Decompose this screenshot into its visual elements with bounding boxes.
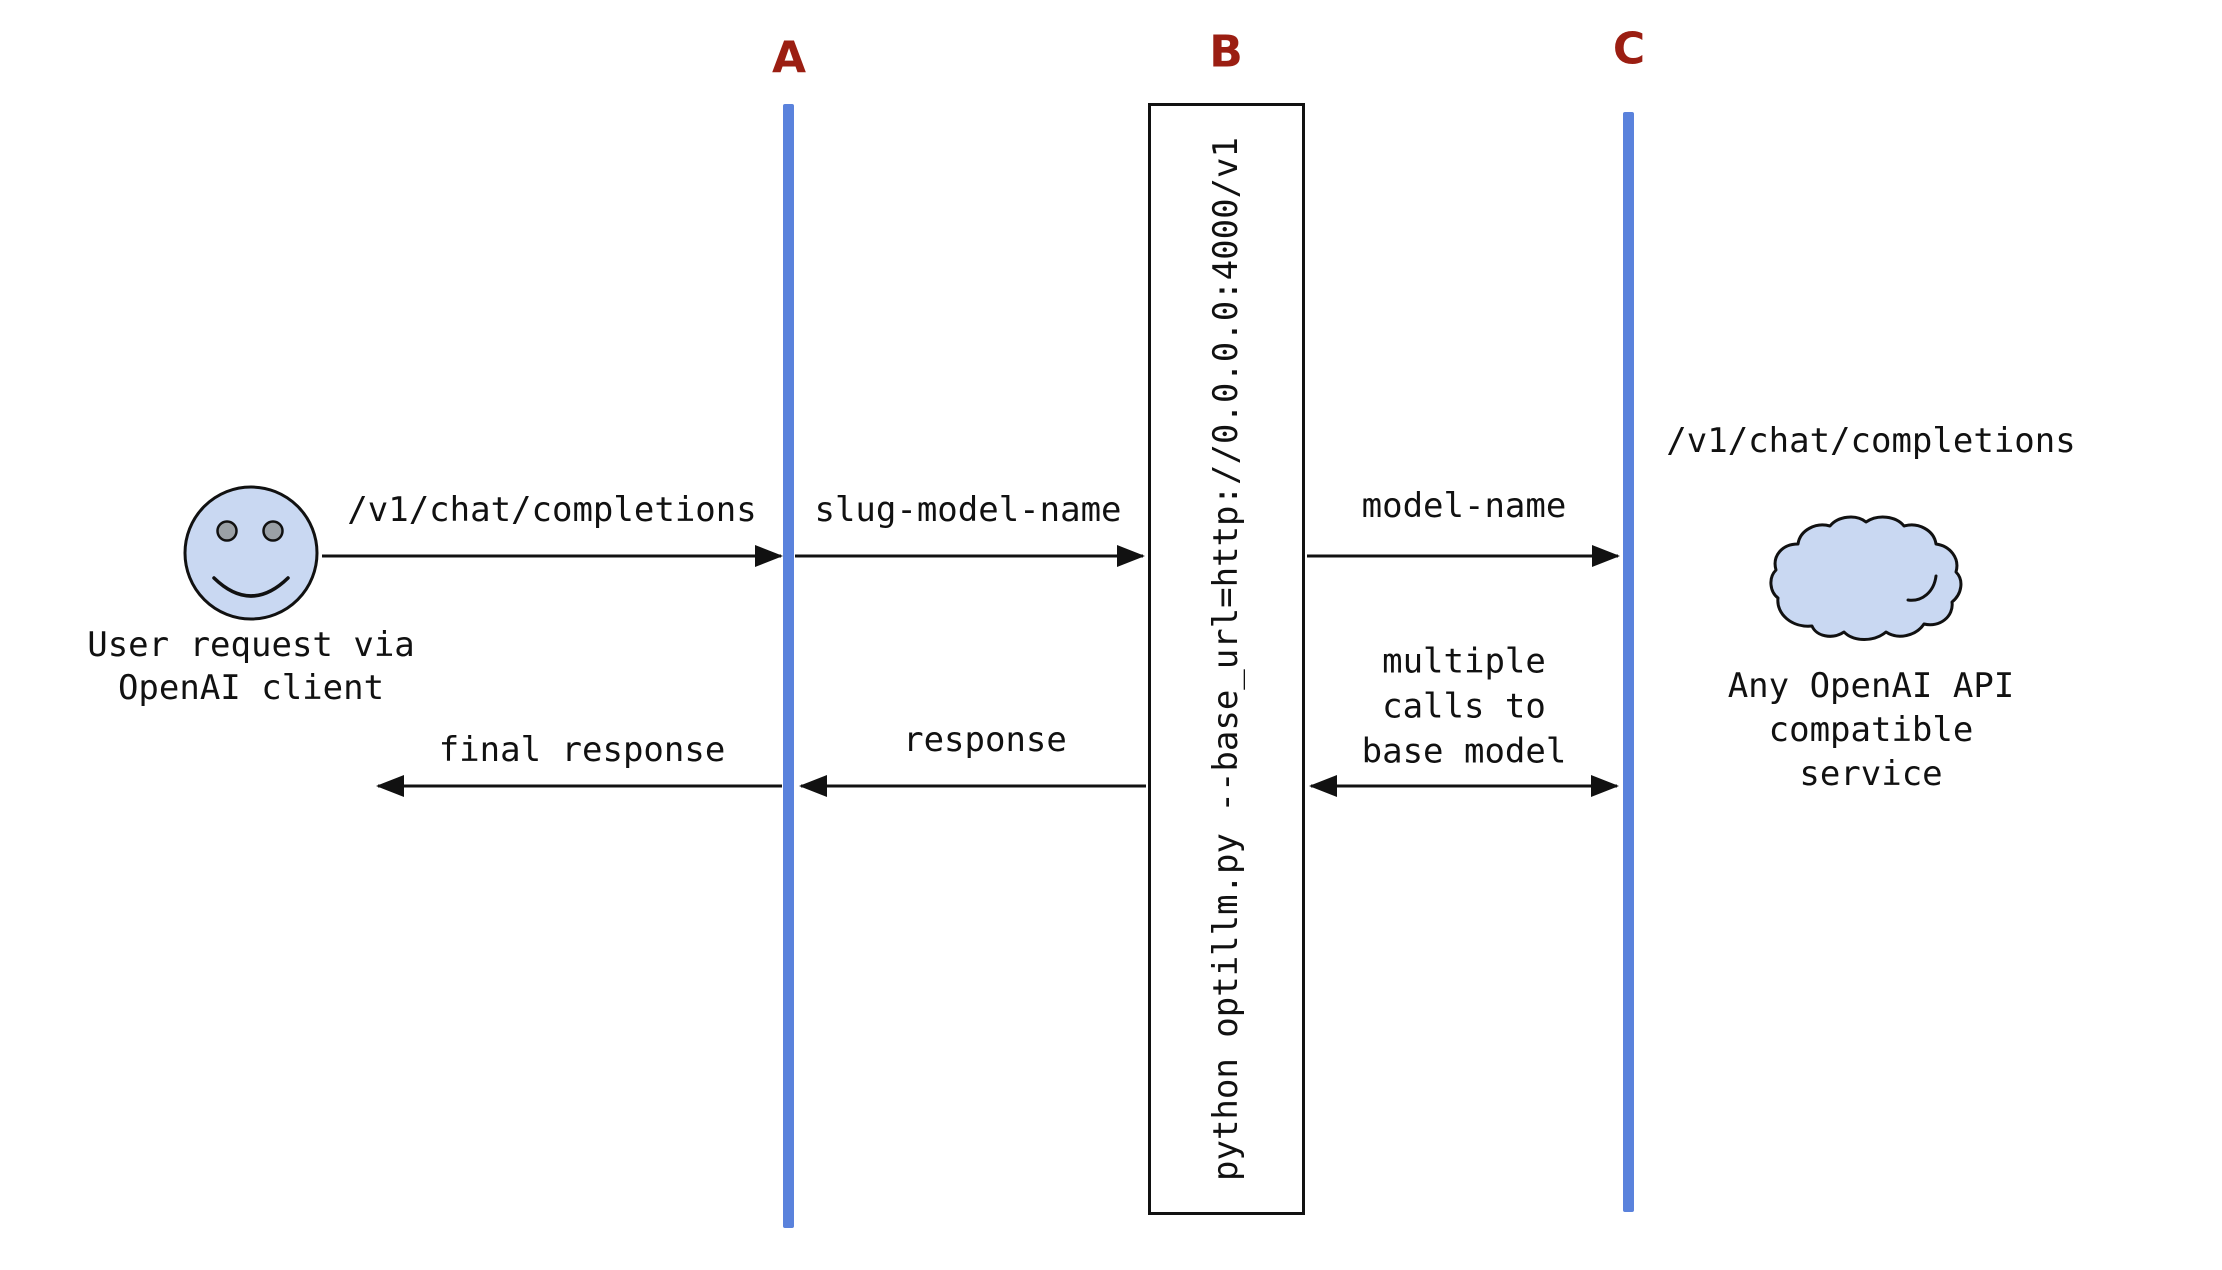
multiple-calls-label: multiple calls to base model (1361, 641, 1567, 772)
lane-label-c: C (1612, 23, 1646, 75)
lane-label-b: B (1209, 26, 1243, 78)
slug-model-label: slug-model-name (814, 490, 1122, 530)
service-caption: Any OpenAI API compatible service (1727, 666, 2015, 794)
final-response-label: final response (438, 730, 726, 770)
model-name-label: model-name (1361, 486, 1567, 526)
proxy-command: python optillm.py --base_url=http://0.0.… (1206, 137, 1246, 1181)
request-label: /v1/chat/completions (347, 490, 757, 530)
response-label: response (903, 720, 1067, 760)
lifeline-a (783, 104, 794, 1228)
lane-label-a: A (771, 32, 807, 84)
cloud-icon (1769, 515, 1963, 641)
user-actor-caption: User request via OpenAI client (87, 625, 415, 708)
proxy-box (1148, 103, 1305, 1215)
lifeline-c (1623, 112, 1634, 1212)
user-face-icon (183, 485, 319, 621)
service-endpoint-label: /v1/chat/completions (1666, 421, 2076, 461)
